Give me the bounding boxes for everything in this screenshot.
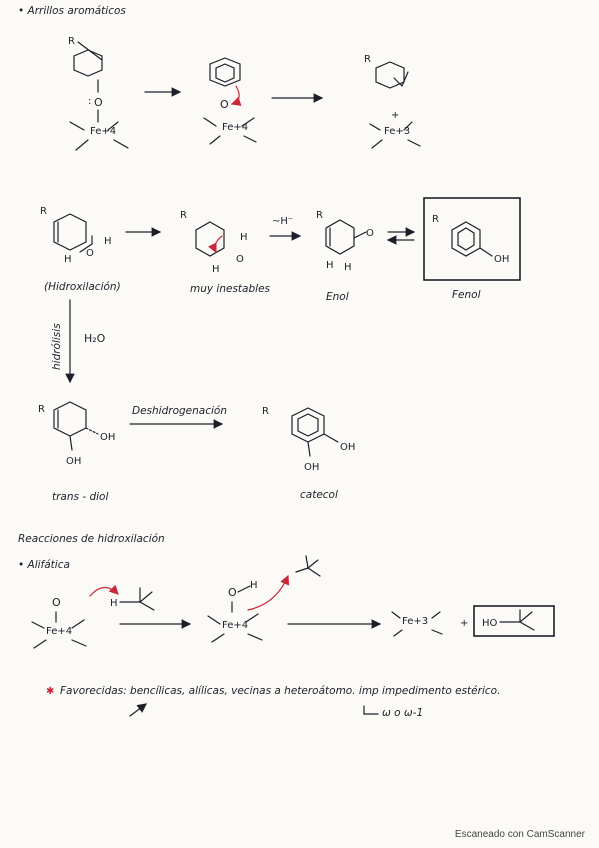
o-label-3: O xyxy=(86,248,94,259)
note-subtext: ω o ω-1 xyxy=(382,707,423,719)
fe4-label-4: Fe+4 xyxy=(222,620,248,631)
fe3-label-1: Fe+3 xyxy=(384,126,410,137)
tert-butyl-2 xyxy=(499,609,535,631)
o-label-7: O xyxy=(228,586,237,599)
epoxide-ring xyxy=(53,213,93,253)
ho-label: HO xyxy=(482,618,498,629)
h-label-8: H xyxy=(250,580,258,591)
section-title-alifatica: • Alifática xyxy=(18,559,70,571)
svg-text::: : xyxy=(88,96,91,107)
arene-oxide xyxy=(375,61,409,89)
r-label-8: R xyxy=(38,404,45,415)
caption-unstable: muy inestables xyxy=(190,283,271,295)
product-box xyxy=(473,605,555,637)
note-text: Favorecidas: bencílicas, alílicas, vecin… xyxy=(60,685,500,697)
phenol-oh-label: OH xyxy=(494,254,509,265)
h-label-7: H xyxy=(110,598,118,609)
h-label-1: H xyxy=(104,236,112,247)
h-shift-label: ~H⁻ xyxy=(272,216,293,227)
phenol-ring xyxy=(451,221,493,257)
note-bullet: ✱ xyxy=(46,686,54,697)
hydrolysis-label: hidrólisis xyxy=(51,323,63,370)
equilibrium-arrows xyxy=(386,227,416,245)
benzene-ring-1 xyxy=(73,41,103,77)
benzene-ring-2 xyxy=(209,57,241,87)
fe3-label-2: Fe+3 xyxy=(402,616,428,627)
r-label-6: R xyxy=(316,210,323,221)
diol-oh-label-1: OH xyxy=(100,432,115,443)
r-label-9: R xyxy=(262,406,269,417)
caption-phenol: Fenol xyxy=(452,289,481,301)
section-title-hidroxilacion: Reacciones de hidroxilación xyxy=(18,533,165,545)
phenol-box xyxy=(423,197,521,281)
trans-diol-ring xyxy=(53,401,99,451)
section-title-arenos: • Arrillos aromáticos xyxy=(18,5,126,17)
h-label-3: H xyxy=(240,232,248,243)
o-label-2: O xyxy=(220,98,229,111)
o-label-4: O xyxy=(236,254,244,265)
water-label: H₂O xyxy=(84,332,106,345)
o-label-6: O xyxy=(52,596,61,609)
tert-butyl-radical xyxy=(295,555,321,577)
r-label-1: R xyxy=(68,36,75,47)
enol-ring xyxy=(325,219,367,255)
h-label-4: H xyxy=(212,264,220,275)
r-label-3: R xyxy=(364,54,371,65)
h-label-5: H xyxy=(326,260,334,271)
tert-butyl-1 xyxy=(119,587,155,611)
scanner-watermark: Escaneado con CamScanner xyxy=(454,829,585,840)
fe4-label-3: Fe+4 xyxy=(46,626,72,637)
caption-epoxide: (Hidroxilación) xyxy=(44,281,121,293)
h-label-2: H xyxy=(64,254,72,265)
caption-catechol: catecol xyxy=(300,489,338,501)
plus-2: + xyxy=(460,618,468,629)
catechol-oh-label-2: OH xyxy=(304,462,319,473)
h-label-6: H xyxy=(344,262,352,273)
fe4-label-1: Fe+4 xyxy=(90,126,116,137)
unstable-cation xyxy=(195,221,225,257)
caption-diol: trans - diol xyxy=(52,491,108,503)
catechol-ring xyxy=(291,407,339,457)
r-label-7: R xyxy=(432,214,439,225)
r-label-4: R xyxy=(40,206,47,217)
catechol-oh-label-1: OH xyxy=(340,442,355,453)
diol-oh-label-2: OH xyxy=(66,456,81,467)
fe4-label-2: Fe+4 xyxy=(222,122,248,133)
r-label-5: R xyxy=(180,210,187,221)
o-label-5: O xyxy=(366,228,374,239)
o-label-1: O xyxy=(94,96,103,109)
dehydrogenation-label: Deshidrogenación xyxy=(132,405,227,417)
caption-enol: Enol xyxy=(326,291,349,303)
plus-1: + xyxy=(391,110,399,121)
